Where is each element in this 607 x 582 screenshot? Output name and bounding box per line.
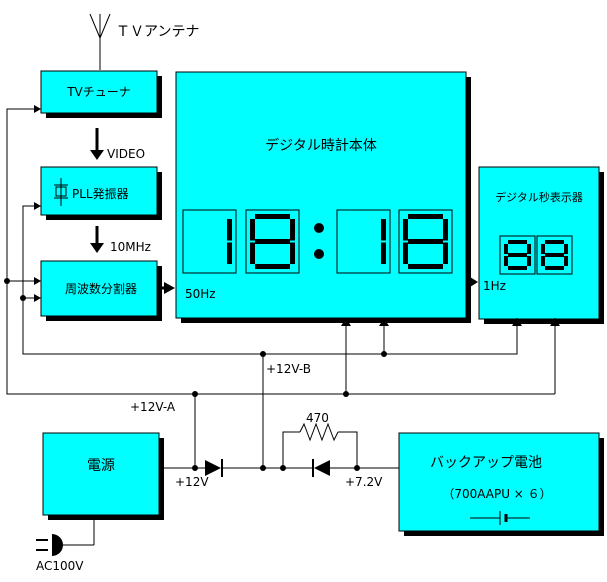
divider-label: 周波数分割器 [65, 281, 137, 296]
crystal-icon [54, 178, 68, 206]
seven-segment-digit [245, 209, 300, 274]
seconds-input-label: 1Hz [483, 279, 506, 293]
power-block [42, 432, 160, 516]
pll-label: PLL発振器 [72, 187, 129, 201]
seven-segment-digit [182, 209, 237, 274]
arrow-icon [341, 318, 351, 326]
arrow-icon [34, 277, 41, 285]
plug-label: AC100V [36, 559, 84, 573]
divider-block [40, 260, 158, 317]
arrow-icon [470, 277, 478, 287]
arrow-icon [379, 318, 389, 326]
arrow-icon [34, 294, 41, 302]
plug-icon [36, 534, 63, 556]
clock-digit-display [182, 209, 453, 274]
tenmhz-label: 10MHz [110, 240, 151, 254]
video-signal-label: VIDEO [107, 147, 145, 161]
tuner-label: TVチューナ [66, 85, 131, 99]
seven-segment-digit [398, 209, 453, 274]
seconds-digit-display [499, 235, 573, 275]
clock-main-label: デジタル時計本体 [265, 137, 377, 154]
rail-b-label: +12V-B [266, 362, 311, 376]
pll-block [40, 166, 158, 216]
power-label: 電源 [87, 458, 115, 474]
backup-battery-label: バックアップ電池 [430, 455, 542, 471]
arrow-icon [512, 318, 522, 326]
battery-icon [470, 511, 530, 525]
arrow-icon [34, 105, 41, 113]
diode-icon [312, 459, 330, 477]
seven-segment-digit [499, 235, 536, 275]
arrow-icon [550, 318, 560, 326]
seven-segment-digit [536, 235, 573, 275]
arrow-icon [90, 150, 104, 160]
arrow-icon [34, 202, 41, 210]
backup-battery-block [398, 432, 600, 532]
colon-separator [314, 223, 324, 259]
tuner-block [40, 70, 158, 114]
diode-icon [205, 459, 223, 477]
rail-out-label: +12V [175, 475, 209, 489]
clock-input-label: 50Hz [185, 287, 216, 301]
antenna-label: ＴＶアンテナ [116, 24, 199, 40]
seven-segment-digit [336, 209, 391, 274]
backup-battery-spec: （700AAPU × ６） [442, 487, 551, 501]
resistor-icon [299, 422, 339, 442]
arrow-icon [90, 243, 104, 253]
seconds-display-label: デジタル秒表示器 [495, 190, 583, 204]
rail-a-label: +12V-A [130, 400, 176, 414]
rail-backup-label: +7.2V [345, 475, 383, 489]
antenna-icon [89, 13, 111, 70]
arrow-icon [164, 282, 175, 294]
resistor-label: 470 [306, 411, 329, 425]
clock-main-block [175, 71, 467, 319]
